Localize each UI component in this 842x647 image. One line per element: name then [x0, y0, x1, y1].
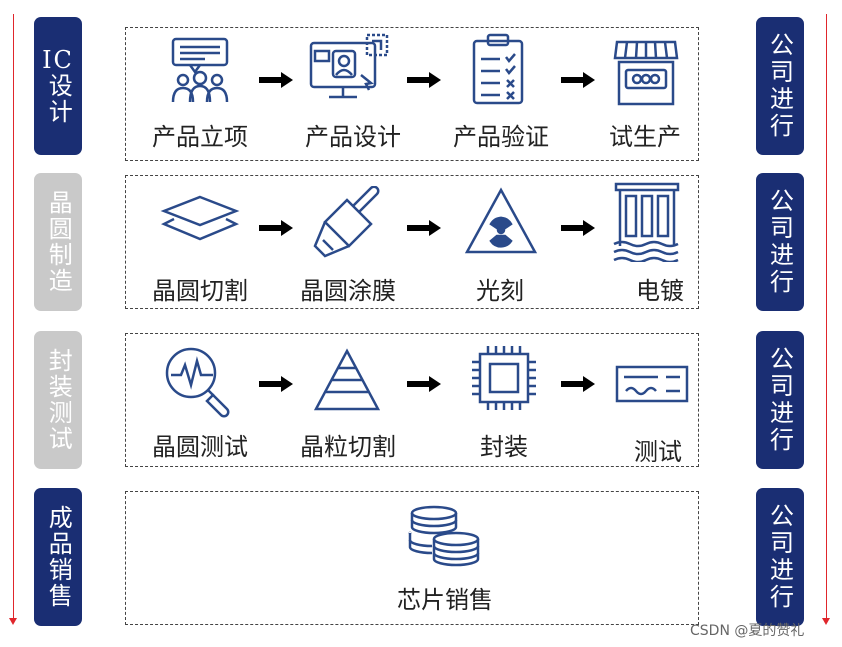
step-label: 测试: [634, 438, 682, 466]
layers-icon: [160, 195, 240, 241]
arrow-right-icon: [407, 220, 441, 236]
step-testing: 测试: [618, 432, 698, 467]
stage-ic-prefix: IC: [42, 45, 74, 74]
company-box-4: 公司进行: [756, 488, 804, 626]
step-label: 晶圆切割: [152, 277, 248, 305]
shop-icon: [613, 40, 679, 106]
company-box-3: 公司进行: [756, 331, 804, 469]
step-chip-sales: 芯片销售: [385, 580, 505, 615]
left-timeline-arrowhead: [9, 618, 17, 625]
step-label: 封装: [480, 433, 528, 461]
step-die-cutting: 晶粒切割: [293, 427, 403, 462]
chip-icon: [472, 346, 536, 410]
step-wafer-coating: 晶圆涂膜: [293, 271, 403, 306]
arrow-right-icon: [561, 220, 595, 236]
step-trial-production: 试生产: [600, 117, 690, 152]
checklist-icon: [472, 33, 524, 105]
company-label: 公司进行: [765, 188, 794, 296]
coins-icon: [408, 505, 480, 567]
stage-wafer-manufacturing: 晶圆制造: [34, 173, 82, 311]
pyramid-icon: [313, 348, 381, 411]
arrow-right-icon: [561, 72, 595, 88]
stage-ic-design: IC 设计: [34, 17, 82, 155]
company-box-1: 公司进行: [756, 17, 804, 155]
step-label: 晶圆测试: [152, 433, 248, 461]
meeting-icon: [171, 37, 229, 103]
company-label: 公司进行: [765, 346, 794, 454]
step-wafer-cutting: 晶圆切割: [145, 271, 255, 306]
step-label: 光刻: [476, 277, 524, 305]
step-label: 晶粒切割: [300, 433, 396, 461]
step-label: 芯片销售: [397, 586, 493, 614]
right-timeline-line: [826, 14, 827, 622]
step-product-design: 产品设计: [298, 117, 408, 152]
step-label: 产品立项: [152, 123, 248, 151]
watermark: CSDN @夏的赞礼: [690, 623, 805, 639]
company-label: 公司进行: [765, 32, 794, 140]
company-box-2: 公司进行: [756, 173, 804, 311]
step-electroplating: 电镀: [620, 271, 700, 306]
step-wafer-testing: 晶圆测试: [145, 427, 255, 462]
radiation-warning-icon: [464, 187, 538, 254]
row-ic-design: [125, 27, 699, 161]
arrow-right-icon: [561, 376, 595, 392]
stage-label: 封装测试: [44, 348, 73, 452]
step-label: 试生产: [609, 123, 681, 151]
stage-product-sales: 成品销售: [34, 488, 82, 626]
paint-brush-icon: [313, 186, 380, 258]
stage-packaging-testing: 封装测试: [34, 331, 82, 469]
stage-ic-rest: 设计: [44, 73, 73, 126]
step-label: 晶圆涂膜: [300, 277, 396, 305]
step-label: 产品验证: [453, 123, 549, 151]
row-wafer-manufacturing: [125, 175, 699, 309]
arrow-right-icon: [259, 72, 293, 88]
arrow-right-icon: [259, 220, 293, 236]
step-lithography: 光刻: [460, 271, 540, 306]
magnifier-waveform-icon: [165, 347, 230, 418]
test-report-icon: [615, 365, 689, 403]
step-product-verification: 产品验证: [446, 117, 556, 152]
electroplating-icon: [613, 182, 680, 262]
row-product-sales: [125, 491, 699, 625]
arrow-right-icon: [407, 376, 441, 392]
stage-label: 成品销售: [44, 505, 73, 609]
row-packaging-testing: [125, 333, 699, 467]
right-timeline-arrowhead: [822, 618, 830, 625]
step-packaging: 封装: [464, 427, 544, 462]
arrow-right-icon: [407, 72, 441, 88]
step-label: 电镀: [636, 277, 684, 305]
arrow-right-icon: [259, 376, 293, 392]
left-timeline-line: [13, 14, 14, 622]
stage-label: 晶圆制造: [44, 190, 73, 294]
company-label: 公司进行: [765, 503, 794, 611]
design-screen-icon: [309, 33, 389, 99]
step-product-initiation: 产品立项: [145, 117, 255, 152]
step-label: 产品设计: [305, 123, 401, 151]
